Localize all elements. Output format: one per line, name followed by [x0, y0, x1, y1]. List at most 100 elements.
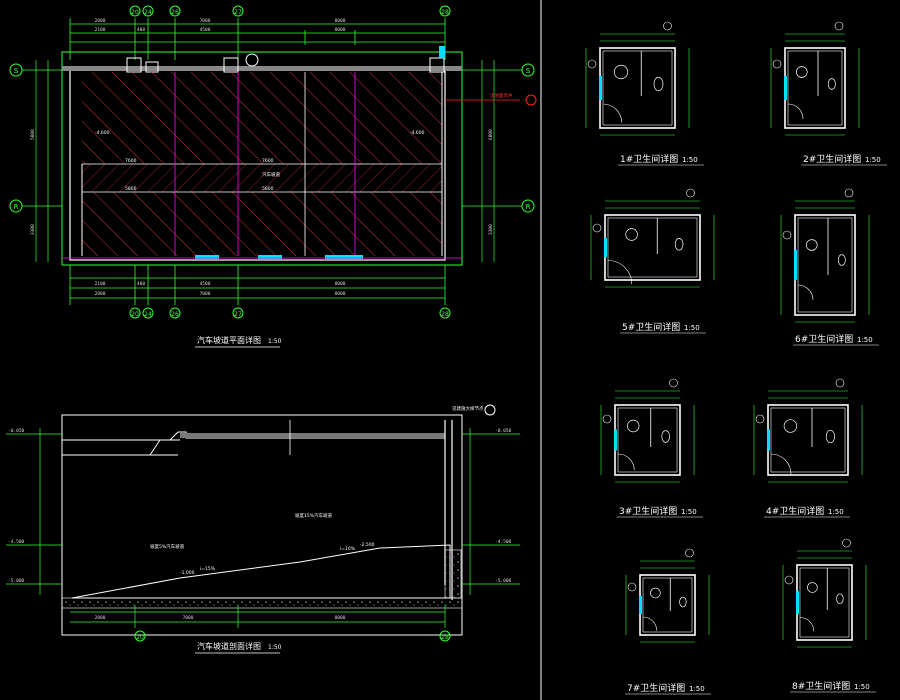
door-glazing	[599, 76, 602, 100]
bathroom-inner-wall	[770, 407, 846, 473]
plan-title: 汽车坡道平面详图	[197, 335, 261, 345]
washbasin-symbol	[650, 587, 661, 599]
bathroom-inner-wall	[799, 567, 850, 638]
bathroom-inner-wall	[797, 217, 853, 313]
plan-callout: 出地面风井	[445, 92, 537, 106]
axis-bubble	[844, 188, 854, 198]
door-swing	[799, 617, 815, 632]
axis-bubble	[592, 223, 602, 233]
plan-bottom-dim-text: 2100 400 4500 8000 2800 7000 8000	[95, 281, 346, 297]
plan-inner-labels: -4.600 7600 5800 -4.600 7600 5800 汽车坡道	[95, 130, 425, 192]
ramp-surface	[71, 544, 451, 599]
dim-text: 7000	[183, 615, 194, 621]
axis-label: 20	[131, 311, 139, 318]
plan-bottom-axis-bubbles: 20 24 26 27 28	[129, 307, 451, 319]
bathroom-title: 5#卫生间详图	[622, 321, 680, 333]
bathroom-title: 7#卫生间详图	[627, 682, 685, 694]
level-text: -4.500	[8, 539, 25, 545]
level-text: -1.000	[180, 570, 195, 576]
axis-label: 24	[144, 311, 152, 318]
bathroom-detail: 7#卫生间详图 1:50	[625, 548, 711, 695]
level-text: -5.000	[495, 578, 512, 584]
axis-label: 24	[144, 9, 152, 16]
plan-top-wall	[62, 66, 462, 71]
washbasin-symbol	[627, 419, 640, 433]
plan-outline	[61, 51, 463, 266]
dim-text: 2800	[95, 615, 106, 621]
axis-bubble	[772, 59, 782, 69]
ramp-hatch-upper	[82, 72, 442, 164]
bathroom-wall	[794, 214, 856, 316]
axis-label: 28	[441, 634, 449, 641]
ramp-section: -0.050 -4.500 -5.000 -0.050 -4.500 -5.00…	[6, 404, 520, 654]
door-swing	[617, 453, 635, 471]
section-ramp-notes: 坡度5%汽车坡道 坡度15%汽车坡道 i=15% i=10% -1.000 -2…	[150, 405, 484, 576]
axis-label: 20	[131, 9, 139, 16]
bathroom-inner-wall	[607, 217, 698, 278]
bathroom-wall	[599, 47, 676, 129]
door-swing	[770, 453, 792, 475]
plan-top-dimensions	[69, 18, 446, 60]
dim-text: 3300	[488, 224, 494, 235]
axis-label: 28	[441, 9, 449, 16]
level-text: -0.050	[8, 428, 25, 434]
dim-text: 4500	[200, 281, 211, 287]
axis-label: 26	[171, 9, 179, 16]
dim-text: 2800	[95, 18, 106, 24]
dim-text: 5800	[125, 186, 137, 192]
door-swing	[787, 103, 804, 120]
ramp-hatch-lower	[82, 192, 442, 256]
toilet-symbol	[825, 429, 835, 444]
plan-bottom-dimensions	[69, 265, 446, 305]
axis-bubble	[669, 378, 678, 388]
bathroom-wall	[767, 404, 849, 476]
axis-bubble	[842, 538, 851, 548]
axis-bubble	[755, 414, 765, 424]
bathroom-title: 3#卫生间详图	[619, 505, 677, 517]
dim-text: 4500	[200, 27, 211, 33]
bathroom-title: 8#卫生间详图	[792, 680, 850, 692]
plan-glazing	[325, 255, 363, 259]
dim-text: 400	[137, 281, 145, 287]
axis-label: 20	[136, 634, 144, 641]
dim-text: 400	[137, 27, 145, 33]
level-text: -4.600	[410, 130, 425, 136]
plan-glazing	[258, 255, 282, 259]
bathroom-title: 6#卫生间详图	[795, 333, 853, 345]
axis-bubble	[602, 414, 612, 424]
toilet-symbol	[837, 254, 846, 266]
door-glazing	[604, 237, 607, 258]
ramp-hatch-mid	[82, 164, 442, 192]
door-swing	[607, 260, 633, 285]
section-title: 汽车坡道剖面详图	[197, 641, 261, 651]
toilet-symbol	[827, 78, 836, 90]
axis-label: 26	[171, 311, 179, 318]
bathroom-inner-wall	[787, 50, 843, 126]
axis-bubble	[685, 548, 694, 558]
toilet-symbol	[679, 596, 687, 608]
bathroom-inner-wall	[602, 50, 673, 126]
axis-bubble	[686, 188, 695, 198]
bathroom-wall	[614, 404, 681, 476]
door-glazing	[784, 76, 787, 100]
dim-text: 7000	[200, 291, 211, 297]
ramp-note: 坡度15%汽车坡道	[295, 512, 333, 519]
toilet-symbol	[661, 430, 670, 443]
bathroom-scale: 1:50	[857, 336, 873, 344]
washbasin-symbol	[613, 64, 629, 80]
dim-text: 8000	[335, 281, 346, 287]
axis-label: S	[526, 67, 531, 75]
bathroom-scale: 1:50	[682, 156, 698, 164]
bathroom-scale: 1:50	[684, 324, 700, 332]
bathroom-scale: 1:50	[865, 156, 881, 164]
plan-top-axis-bubbles: 20 24 26 27 28	[129, 5, 451, 17]
callout-text: 见建施大样节点	[452, 405, 484, 412]
callout-text: 出地面风井	[490, 92, 513, 99]
section-earth	[61, 597, 463, 609]
bathroom-scale: 1:50	[689, 685, 705, 693]
